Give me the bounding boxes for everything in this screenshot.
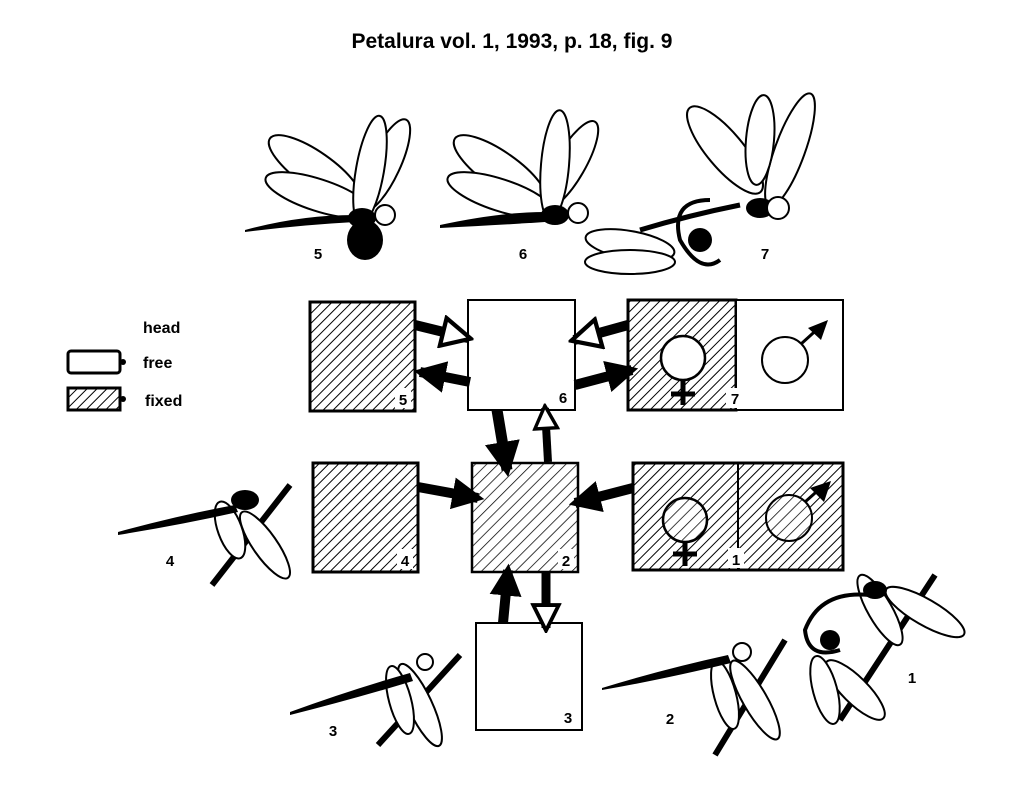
- dragonfly-4-illustration: [118, 483, 293, 587]
- arrow-6-to-5: [413, 361, 471, 393]
- box-6-label: 6: [559, 390, 567, 407]
- legend: head free fixed: [66, 320, 182, 412]
- legend-free-label: free: [143, 355, 172, 372]
- legend-fixed-swatch: [66, 386, 122, 412]
- box-3: 3: [475, 622, 583, 731]
- legend-free-swatch: [66, 349, 122, 375]
- box-6: 6: [467, 299, 576, 411]
- figure-6-number: 6: [519, 246, 527, 263]
- male-symbol-icon: [765, 494, 813, 542]
- arrow-1-to-2: [568, 481, 635, 513]
- arrow-6-to-2: [485, 409, 520, 477]
- box-7-label: 7: [731, 391, 739, 408]
- dragonfly-3-illustration: [290, 652, 463, 748]
- box-2: 2: [470, 461, 580, 574]
- box-4-label: 4: [401, 553, 410, 570]
- box-1: 1: [631, 461, 845, 572]
- dragonfly-2-illustration: [602, 638, 788, 757]
- female-symbol-icon: [661, 496, 709, 544]
- dragonfly-6-illustration: [440, 109, 600, 228]
- figure-1-number: 1: [908, 670, 916, 687]
- arrow-4-to-2: [417, 477, 485, 510]
- box-3-label: 3: [564, 710, 572, 727]
- arrow-2-to-6: [545, 408, 548, 463]
- dragonfly-7-illustration: [584, 92, 816, 275]
- figure-title: Petalura vol. 1, 1993, p. 18, fig. 9: [352, 30, 673, 53]
- female-symbol-icon: [659, 334, 707, 382]
- figure-2-number: 2: [666, 711, 674, 728]
- arrow-6-to-7: [573, 361, 639, 392]
- legend-header: head: [143, 320, 180, 337]
- dragonfly-1-illustration: [802, 573, 966, 725]
- box-2-label: 2: [562, 553, 570, 570]
- figure-3-number: 3: [329, 723, 337, 740]
- box-5-label: 5: [399, 392, 407, 409]
- figure-4-number: 4: [166, 553, 175, 570]
- arrow-3-to-2: [489, 563, 522, 624]
- arrow-7-to-6: [574, 325, 630, 340]
- figure-5-number: 5: [314, 246, 322, 263]
- arrow-5-to-6: [413, 325, 468, 338]
- figure-numbers: 5 6 7 4 3 2 1: [166, 246, 916, 740]
- legend-fixed-label: fixed: [145, 393, 182, 410]
- box-5: 5: [308, 300, 417, 413]
- box-7: 7: [626, 298, 844, 412]
- box-1-label: 1: [732, 552, 740, 569]
- box-4: 4: [311, 461, 420, 574]
- male-symbol-icon: [761, 336, 809, 384]
- transition-arrows: [413, 325, 639, 628]
- dragonfly-5-illustration: [245, 114, 412, 260]
- figure-7-number: 7: [761, 246, 769, 263]
